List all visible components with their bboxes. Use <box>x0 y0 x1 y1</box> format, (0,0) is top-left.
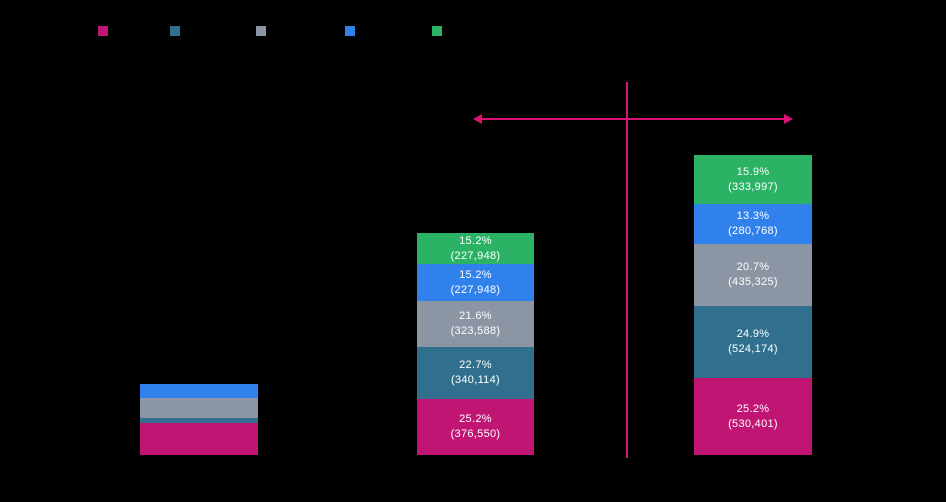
segment-pct-label: 25.2% <box>736 402 770 415</box>
horizontal-arrow-line <box>481 118 785 120</box>
bar-segment-blue: 15.2% (227,948) <box>417 264 534 301</box>
vertical-annotation-line <box>626 82 628 458</box>
bar-segment-teal: 22.7% (340,114) <box>417 347 534 399</box>
bar-segment-green: 15.9% (333,997) <box>694 155 812 204</box>
arrowhead-right-icon <box>784 114 793 124</box>
bar-segment-gray: 21.6% (323,588) <box>417 301 534 347</box>
bar-segment-teal <box>140 418 258 423</box>
segment-value-label: (524,174) <box>728 343 778 355</box>
legend-swatch-green <box>432 26 442 36</box>
segment-pct-label: 20.7% <box>736 261 770 273</box>
segment-pct-label: 15.2% <box>459 268 492 281</box>
segment-pct-label: 15.2% <box>459 234 492 247</box>
segment-value-label: (530,401) <box>728 417 778 430</box>
bar-segment-blue: 13.3% (280,768) <box>694 204 812 244</box>
arrowhead-left-icon <box>473 114 482 124</box>
segment-value-label: (280,768) <box>728 225 778 237</box>
segment-value-label: (227,948) <box>450 249 501 262</box>
segment-value-label: (340,114) <box>451 374 500 386</box>
bar-segment-magenta <box>140 423 258 455</box>
segment-pct-label: 24.9% <box>736 328 770 340</box>
segment-pct-label: 21.6% <box>459 310 492 322</box>
segment-pct-label: 15.9% <box>736 165 770 178</box>
bar-segment-green: 15.2% (227,948) <box>417 233 534 264</box>
segment-value-label: (323,588) <box>450 325 501 337</box>
legend-swatch-magenta <box>98 26 108 36</box>
bar-segment-teal: 24.9% (524,174) <box>694 306 812 378</box>
bar-segment-gray: 20.7% (435,325) <box>694 244 812 306</box>
stacked-bar-2: 15.2% (227,948) 15.2% (227,948) 21.6% (323,58… <box>417 233 534 455</box>
segment-value-label: (333,997) <box>728 180 778 193</box>
bar-segment-magenta: 25.2% (376,550) <box>417 399 534 455</box>
legend-swatch-blue <box>345 26 355 36</box>
segment-value-label: (376,550) <box>450 428 501 440</box>
segment-pct-label: 25.2% <box>459 413 492 425</box>
segment-value-label: (435,325) <box>728 276 778 288</box>
bar-segment-blue <box>140 384 258 398</box>
stacked-bar-1 <box>140 384 258 455</box>
legend-swatch-gray <box>256 26 266 36</box>
bar-segment-magenta: 25.2% (530,401) <box>694 378 812 455</box>
segment-pct-label: 13.3% <box>736 210 770 222</box>
segment-value-label: (227,948) <box>450 283 501 296</box>
stacked-bar-3: 15.9% (333,997) 13.3% (280,768) 20.7% (435,32… <box>694 155 812 455</box>
segment-pct-label: 22.7% <box>459 359 492 371</box>
bar-segment-gray <box>140 398 258 418</box>
legend-swatch-teal <box>170 26 180 36</box>
